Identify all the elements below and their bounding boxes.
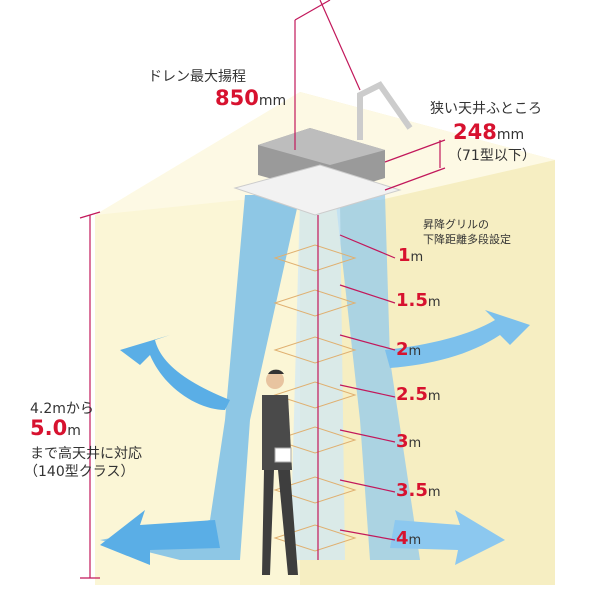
drain-lift-number: 850 bbox=[215, 86, 259, 110]
ceiling-space-note: （71型以下） bbox=[448, 148, 536, 164]
height-unit: m bbox=[427, 485, 441, 500]
height-1m: 1m bbox=[398, 245, 423, 266]
indoor-unit-top bbox=[258, 128, 385, 165]
arrow-right-up bbox=[385, 310, 530, 368]
height-unit: m bbox=[408, 436, 422, 451]
arrow-left-up bbox=[120, 335, 230, 410]
height-2m: 2m bbox=[396, 339, 421, 360]
height-3m: 3m bbox=[396, 431, 421, 452]
height-value: 2 bbox=[396, 339, 409, 360]
height-value: 3.5 bbox=[396, 480, 428, 501]
height-2-5m: 2.5m bbox=[396, 384, 441, 405]
height-unit: m bbox=[427, 295, 441, 310]
arrow-right-down bbox=[390, 510, 505, 565]
high-ceiling-line2: （140型クラス） bbox=[24, 464, 135, 480]
airflow-left bbox=[100, 195, 300, 560]
high-ceiling-unit: m bbox=[67, 423, 81, 439]
drain-pipe bbox=[357, 81, 413, 140]
height-unit: m bbox=[408, 344, 422, 359]
high-ceiling-from: 4.2mから bbox=[30, 401, 94, 417]
ceiling-space-value: 248mm bbox=[453, 120, 524, 144]
ceiling-panel bbox=[233, 164, 402, 216]
arrow-left-down bbox=[100, 510, 220, 565]
height-value: 1 bbox=[398, 245, 411, 266]
height-value: 4 bbox=[396, 528, 409, 549]
high-ceiling-line1: まで高天井に対応 bbox=[30, 446, 142, 462]
height-value: 1.5 bbox=[396, 290, 428, 311]
airflow-right bbox=[335, 195, 420, 560]
high-ceiling-value: 5.0m bbox=[30, 416, 81, 440]
height-4m: 4m bbox=[396, 528, 421, 549]
height-value: 3 bbox=[396, 431, 409, 452]
grille-levels bbox=[273, 244, 357, 552]
height-unit: m bbox=[410, 250, 424, 265]
ceiling-space-unit: mm bbox=[496, 127, 525, 143]
person-figure bbox=[262, 369, 298, 575]
height-1-5m: 1.5m bbox=[396, 290, 441, 311]
grille-label-2: 下降距離多段設定 bbox=[423, 233, 511, 246]
drain-lift-unit: mm bbox=[258, 93, 287, 109]
height-unit: m bbox=[427, 389, 441, 404]
grille-label-1: 昇降グリルの bbox=[423, 218, 489, 231]
height-unit: m bbox=[408, 533, 422, 548]
drain-lift-value: 850mm bbox=[215, 86, 286, 110]
ceiling-space-label: 狭い天井ふところ bbox=[430, 101, 542, 117]
ceiling-space-number: 248 bbox=[453, 120, 497, 144]
high-ceiling-number: 5.0 bbox=[30, 416, 68, 440]
height-3-5m: 3.5m bbox=[396, 480, 441, 501]
height-value: 2.5 bbox=[396, 384, 428, 405]
dimension-lines bbox=[79, 0, 446, 579]
drain-lift-label: ドレン最大揚程 bbox=[148, 69, 246, 85]
